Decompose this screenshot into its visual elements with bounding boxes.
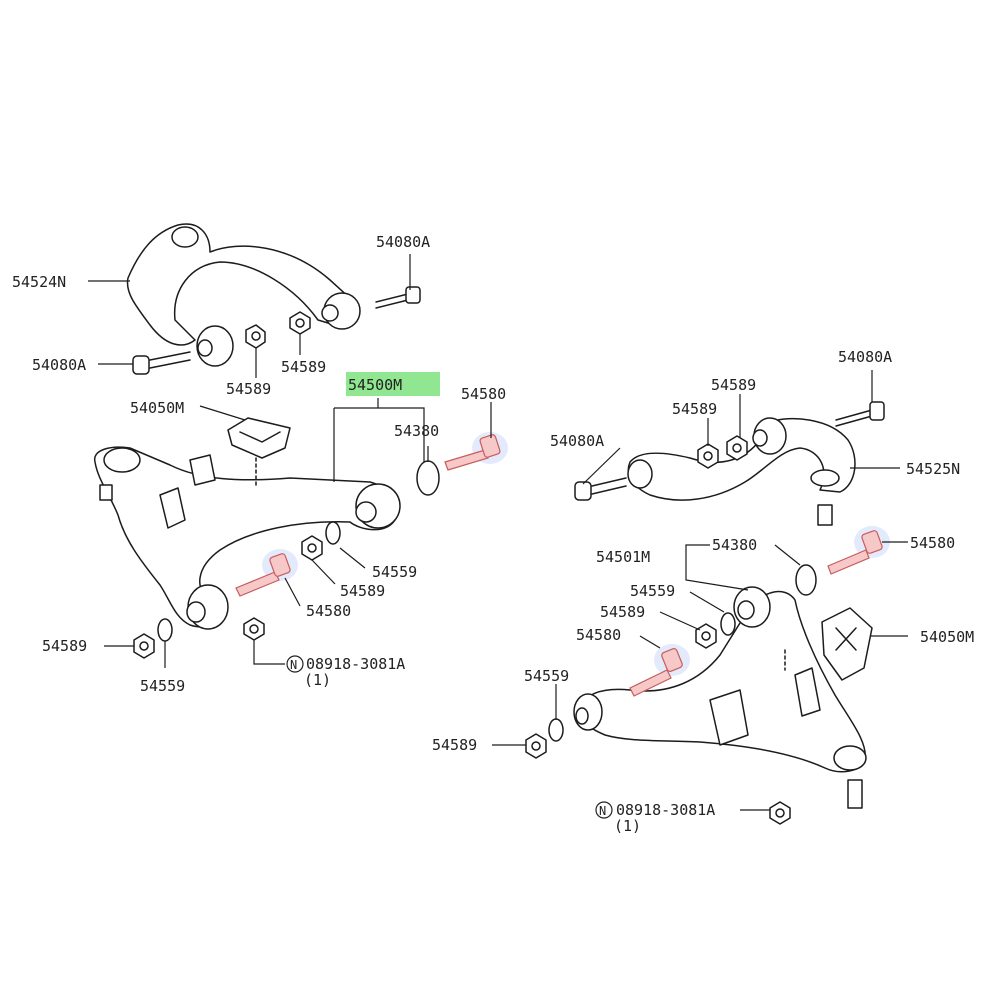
washer-54380-left (416, 460, 440, 496)
washer-54559-lower-right-bottom (548, 718, 564, 742)
nut-54589-upper-right-a (697, 443, 719, 469)
nut-54589-upper-left-a (245, 324, 266, 349)
leader-lines (88, 254, 908, 811)
label-54559-right-mid: 54559 (630, 582, 675, 600)
label-54525n: 54525N (906, 460, 960, 478)
label-54589-ul-b: 54589 (281, 358, 326, 376)
label-54080a-ur-bottom: 54080A (550, 432, 604, 450)
highlight-54500m (346, 372, 440, 396)
label-08918-right-qty: (1) (614, 817, 641, 835)
label-54589-ur-b: 54589 (711, 376, 756, 394)
bolt-54080a-upper-right-bottom (574, 477, 627, 501)
label-54580-left-top: 54580 (461, 385, 506, 403)
label-54080a-ul-bottom: 54080A (32, 356, 86, 374)
label-08918-right: 08918-3081A (616, 801, 715, 819)
n-mark-right-text: N (599, 804, 606, 818)
upper-arm-right (627, 417, 856, 526)
labels: 54524N 54080A 54080A 54589 54589 54500M … (12, 233, 974, 835)
bolt-54080a-upper-left-top (375, 286, 421, 309)
nut-08918-left (243, 617, 265, 641)
label-54580-right-bottom: 54580 (576, 626, 621, 644)
nut-54589-lower-left-mid (301, 535, 323, 561)
label-54589-right-mid: 54589 (600, 603, 645, 621)
lower-arm-right (573, 586, 867, 809)
label-54589-left-bottom: 54589 (42, 637, 87, 655)
washer-54559-lower-left-bottom (157, 618, 173, 642)
label-54589-right-bottom: 54589 (432, 736, 477, 754)
label-54524n: 54524N (12, 273, 66, 291)
washer-54380-right (795, 564, 817, 596)
label-54589-ul-a: 54589 (226, 380, 271, 398)
nut-54589-lower-right-bottom (525, 733, 547, 759)
label-54380-right: 54380 (712, 536, 757, 554)
n-mark-left (286, 655, 304, 673)
washer-54559-lower-left-mid (325, 521, 341, 545)
label-54589-left-mid: 54589 (340, 582, 385, 600)
label-54559-right-bottom: 54559 (524, 667, 569, 685)
bolt-54080a-upper-right-top (835, 401, 885, 427)
label-54559-left-mid: 54559 (372, 563, 417, 581)
bolt-54580-right-top (827, 526, 890, 575)
label-08918-left: 08918-3081A (306, 655, 405, 673)
washer-54559-lower-right-mid (720, 612, 736, 636)
bolt-54080a-upper-left-bottom (132, 351, 191, 375)
label-54589-ur-a: 54589 (672, 400, 717, 418)
nut-54589-lower-right-mid (695, 623, 717, 649)
label-54050m-left: 54050M (130, 399, 184, 417)
label-54050m-right: 54050M (920, 628, 974, 646)
nut-08918-right (769, 801, 791, 825)
label-54580-right-top: 54580 (910, 534, 955, 552)
label-54500m: 54500M (348, 376, 402, 394)
bolt-54580-left-bottom (235, 549, 298, 597)
upper-arm-left (126, 223, 361, 367)
label-08918-left-qty: (1) (304, 671, 331, 689)
n-mark-left-text: N (290, 658, 297, 672)
n-mark-right (595, 801, 613, 819)
bolt-54580-left-top (444, 432, 508, 471)
bracket-54050m-left (227, 417, 291, 486)
bracket-54050m-right (784, 607, 873, 681)
nut-54589-upper-right-b (726, 435, 748, 461)
nut-54589-upper-left-b (289, 311, 311, 335)
label-54380-left: 54380 (394, 422, 439, 440)
bolt-54580-right-bottom (629, 644, 690, 697)
label-54080a-ul-top: 54080A (376, 233, 430, 251)
label-54580-left-bottom: 54580 (306, 602, 351, 620)
nut-54589-lower-left-bottom (133, 633, 155, 659)
label-54080a-ur-top: 54080A (838, 348, 892, 366)
label-54559-left-bottom: 54559 (140, 677, 185, 695)
label-54501m: 54501M (596, 548, 650, 566)
lower-arm-left (94, 446, 401, 630)
